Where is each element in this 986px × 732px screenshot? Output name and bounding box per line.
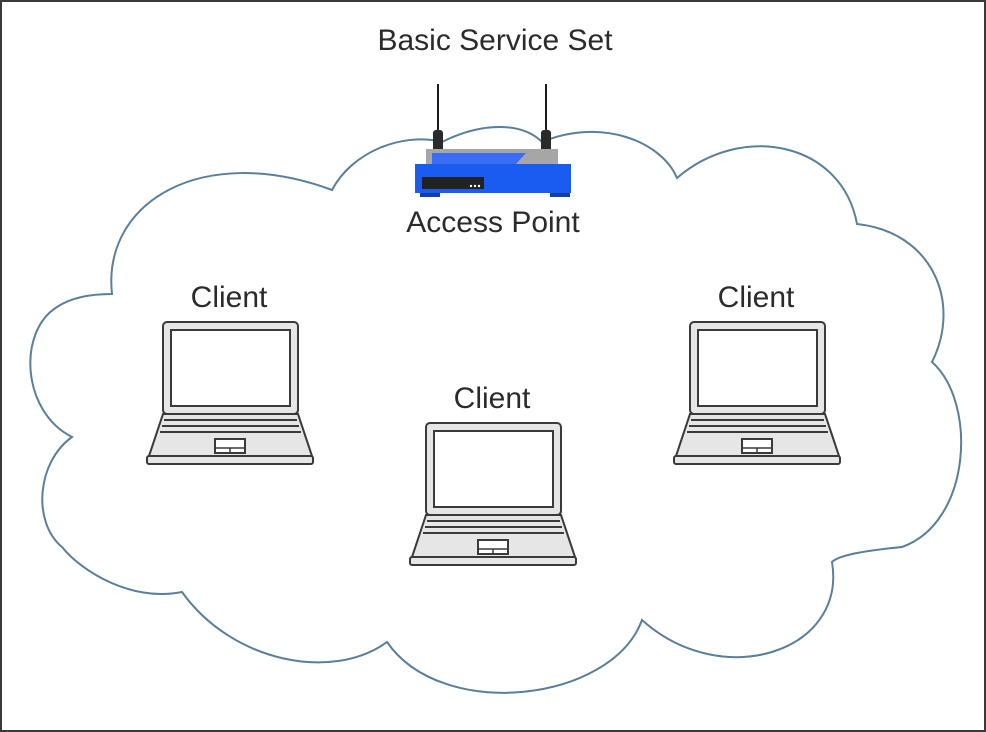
laptop-bottom-edge: [673, 455, 841, 465]
client-label-left: Client: [190, 281, 268, 314]
access-point-label: Access Point: [406, 206, 580, 239]
laptop-screen: [170, 329, 291, 407]
client-label-center: Client: [453, 382, 531, 415]
client-laptops: [146, 321, 841, 566]
laptop-icon: [146, 321, 314, 465]
router-led-2: [473, 184, 477, 188]
router-foot-left: [420, 193, 440, 197]
laptop-screen: [697, 329, 818, 407]
router-led-3: [477, 184, 481, 188]
laptop-screen: [433, 430, 554, 508]
router-antenna-right-base: [541, 130, 551, 152]
laptop-icon: [409, 422, 577, 566]
router-top-accent: [432, 153, 526, 164]
laptop-bottom-edge: [146, 455, 314, 465]
coverage-cloud: [29, 126, 963, 694]
router-antenna-left-base: [433, 130, 443, 152]
router-led-1: [469, 184, 473, 188]
diagram-title: Basic Service Set: [377, 24, 613, 57]
router-front-panel: [422, 177, 484, 189]
client-label-right: Client: [717, 281, 795, 314]
wireless-router-icon: [415, 84, 571, 197]
router-foot-right: [550, 193, 570, 197]
laptop-icon: [673, 321, 841, 465]
laptop-bottom-edge: [409, 556, 577, 566]
